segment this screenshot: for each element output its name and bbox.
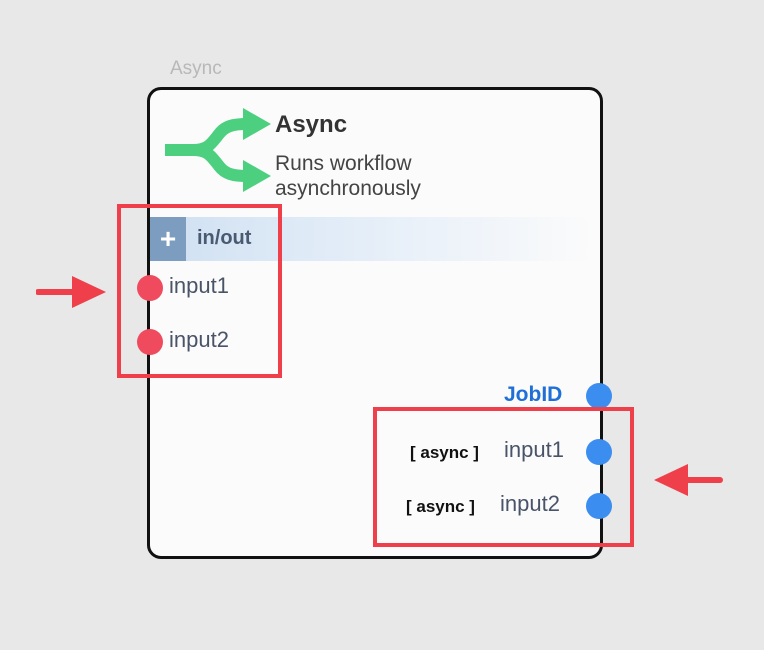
output-port-2[interactable] <box>586 493 612 519</box>
node-caption: Async <box>170 58 222 79</box>
group-label: in/out <box>197 227 252 249</box>
async-tag-2: [ async ] <box>406 497 475 516</box>
output-port-1[interactable] <box>586 439 612 465</box>
async-tag-1: [ async ] <box>410 443 479 462</box>
output-highlight-box <box>373 407 634 547</box>
input-port-2-label: input2 <box>169 327 229 352</box>
red-arrow-icon <box>36 276 106 308</box>
output-port-1-label: input1 <box>504 437 564 462</box>
input-port-1-label: input1 <box>169 273 229 298</box>
input-port-2[interactable] <box>137 329 163 355</box>
add-port-button[interactable]: + <box>150 217 186 261</box>
split-arrows-icon <box>165 108 271 192</box>
red-arrow-icon <box>654 464 723 496</box>
output-port-jobid[interactable] <box>586 383 612 409</box>
input-port-1[interactable] <box>137 275 163 301</box>
node-description: Runs workflow asynchronously <box>275 152 421 200</box>
output-jobid-label: JobID <box>504 383 563 406</box>
output-port-2-label: input2 <box>500 491 560 516</box>
group-header-bar <box>150 217 594 261</box>
node-title: Async <box>275 111 348 138</box>
input-highlight-box <box>117 204 282 378</box>
